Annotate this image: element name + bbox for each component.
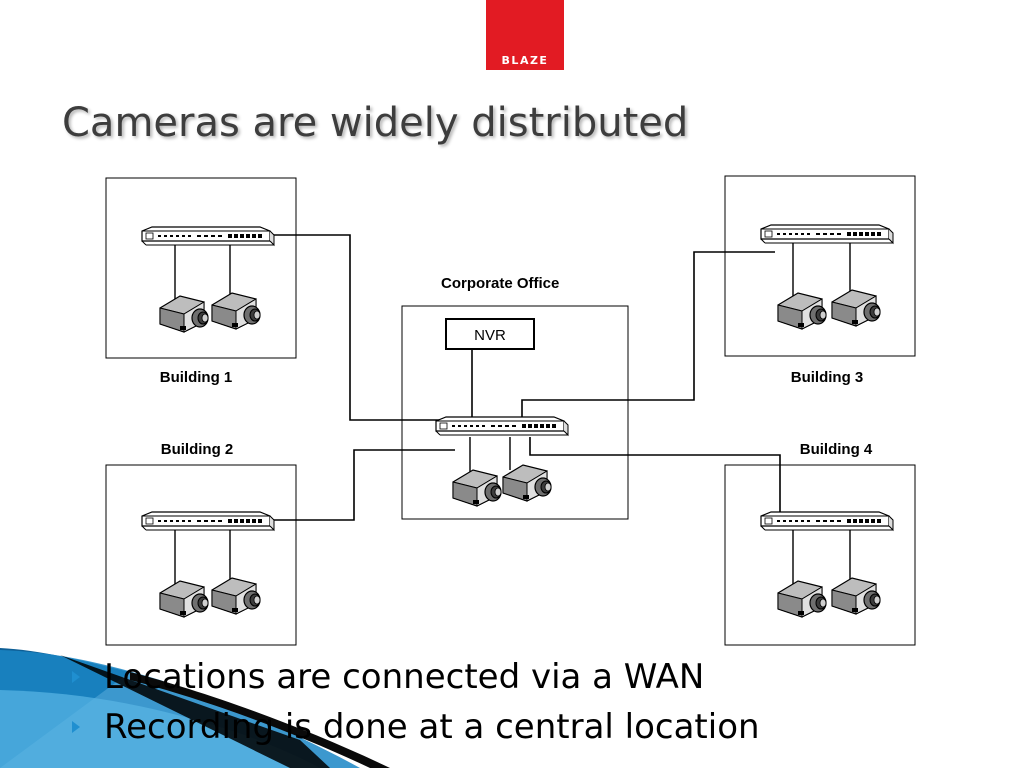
network-switch-icon (760, 224, 894, 244)
corporate-office-label: Corporate Office (441, 275, 559, 292)
camera-icon (211, 292, 261, 330)
camera-icon (159, 295, 209, 333)
building-1-label: Building 1 (160, 369, 233, 386)
building-2-label: Building 2 (161, 441, 234, 458)
network-switch-icon (141, 226, 275, 246)
building-1 (105, 177, 297, 359)
building-2-box (105, 464, 297, 646)
corporate-office-box (401, 305, 629, 520)
building-2 (105, 464, 297, 646)
bullet-item: Recording is done at a central location (72, 702, 760, 752)
building-1-box (105, 177, 297, 359)
camera-icon (211, 577, 261, 615)
bullet-text: Recording is done at a central location (104, 707, 760, 747)
link-building-4 (529, 437, 781, 520)
bullet-item: Locations are connected via a WAN (72, 652, 760, 702)
network-switch-icon (141, 511, 275, 531)
corporate-office (401, 305, 629, 520)
logo-text: BLAZE (501, 54, 549, 67)
link-building-3 (521, 251, 775, 418)
camera-icon (831, 289, 881, 327)
link-building-1 (262, 234, 455, 421)
building-3 (724, 175, 916, 357)
bullet-list: Locations are connected via a WAN Record… (72, 652, 760, 752)
camera-icon (777, 580, 827, 618)
building-3-box (724, 175, 916, 357)
camera-icon (452, 469, 502, 507)
link-building-2 (262, 449, 455, 521)
camera-icon (777, 292, 827, 330)
nvr-label: NVR (474, 327, 506, 344)
building-4-box (724, 464, 916, 646)
building-4 (724, 464, 916, 646)
bullet-text: Locations are connected via a WAN (104, 657, 705, 697)
building-3-label: Building 3 (791, 369, 864, 386)
bullet-arrow-icon (72, 721, 80, 733)
blaze-logo: BLAZE (486, 0, 564, 70)
decorative-swoosh (0, 648, 390, 768)
network-switch-icon (435, 416, 569, 436)
camera-icon (502, 464, 552, 502)
camera-icon (159, 580, 209, 618)
bullet-arrow-icon (72, 671, 80, 683)
nvr-box (445, 318, 535, 350)
slide-title: Cameras are widely distributed (62, 100, 689, 146)
network-switch-icon (760, 511, 894, 531)
building-4-label: Building 4 (800, 441, 873, 458)
camera-icon (831, 577, 881, 615)
